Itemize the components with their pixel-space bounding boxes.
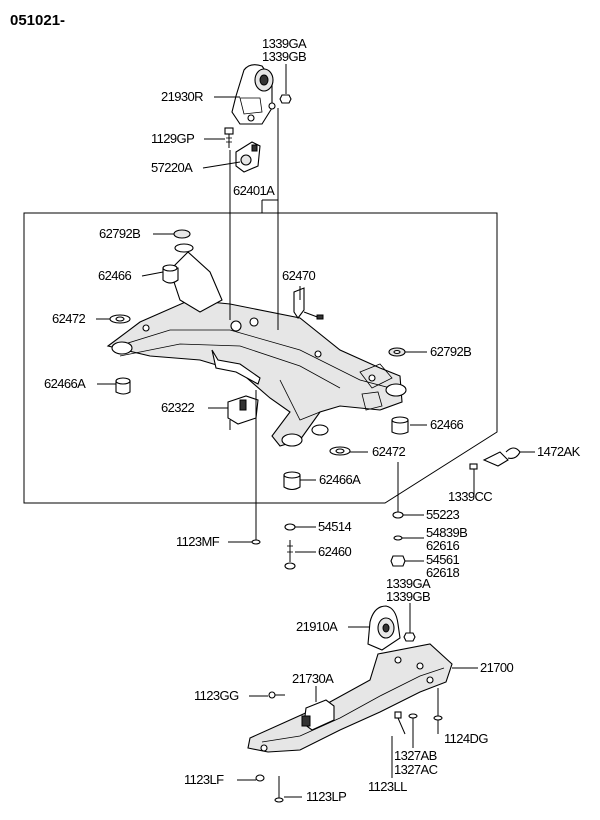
label-62466a-left: 62466A [44, 376, 86, 391]
washer-62472-bottom [329, 446, 351, 456]
label-21700: 21700 [480, 660, 514, 675]
top-engine-mount [231, 64, 276, 125]
screw-1339cc [469, 463, 478, 488]
bushing-62466a-bottom [283, 471, 301, 491]
bolt-1123ll [394, 711, 406, 735]
spacer-62792b-left [173, 229, 191, 239]
bushing-62466a-left [115, 377, 131, 395]
bolt-1124dg [433, 688, 443, 721]
nut-bottom-mount [403, 632, 416, 642]
label-21930r: 21930R [161, 89, 203, 104]
washer-54839b [393, 535, 403, 541]
washer-54514 [284, 523, 296, 531]
bracket-62322 [227, 395, 259, 430]
spacer-62792b-right [388, 347, 406, 357]
subframe-box [23, 212, 498, 504]
washer-55223 [392, 511, 404, 519]
label-1123lf: 1123LF [184, 772, 224, 787]
bolt-1129gp [224, 127, 234, 148]
label-62616: 62616 [426, 538, 460, 553]
washer-62472-left [109, 314, 131, 324]
label-55223: 55223 [426, 507, 460, 522]
leader-lines [96, 64, 535, 798]
label-62322: 62322 [161, 400, 195, 415]
bolt-1123lp [274, 776, 284, 803]
label-1123ll: 1123LL [368, 779, 407, 794]
label-1339ga-bottom: 1339GA [386, 576, 431, 591]
bolt-62460 [284, 540, 296, 570]
label-1327ac: 1327AC [394, 762, 438, 777]
label-54839b: 54839B [426, 525, 467, 540]
bushing-62466-left [162, 243, 194, 284]
label-57220a: 57220A [151, 160, 193, 175]
bolt-1123gg [268, 691, 285, 699]
label-1123gg: 1123GG [194, 688, 239, 703]
label-1339ga-top: 1339GA [262, 36, 307, 51]
label-21730a: 21730A [292, 671, 334, 686]
label-62401a: 62401A [233, 183, 275, 198]
crossmember-62401a [106, 251, 407, 447]
label-1472ak: 1472AK [537, 444, 581, 459]
label-62466-right: 62466 [430, 417, 464, 432]
bracket-21730a [301, 699, 335, 731]
label-1129gp: 1129GP [151, 131, 194, 146]
bracket-21700 [247, 643, 453, 753]
clip-1472ak [482, 447, 521, 467]
label-1124dg: 1124DG [444, 731, 488, 746]
nut-top [279, 94, 292, 104]
label-1339cc: 1339CC [448, 489, 492, 504]
label-62466a-bottom: 62466A [319, 472, 361, 487]
label-1123lp: 1123LP [306, 789, 346, 804]
label-62466-left: 62466 [98, 268, 132, 283]
washer-1327ab [408, 713, 418, 719]
bushing-62466-right [391, 416, 409, 435]
label-62472-left: 62472 [52, 311, 86, 326]
diagram-code: 051021- [10, 12, 65, 29]
bolt-1123mf [251, 522, 261, 545]
label-62472-bottom: 62472 [372, 444, 406, 459]
nut-54561 [390, 555, 406, 567]
label-62792b-left: 62792B [99, 226, 140, 241]
label-62460: 62460 [318, 544, 352, 559]
label-1339gb-bottom: 1339GB [386, 589, 430, 604]
washer-1123lf [255, 774, 265, 782]
label-1327ab: 1327AB [394, 748, 437, 763]
label-1123mf: 1123MF [176, 534, 220, 549]
label-62618: 62618 [426, 565, 460, 580]
bracket-57220a [235, 141, 261, 173]
label-54514: 54514 [318, 519, 352, 534]
label-54561: 54561 [426, 552, 460, 567]
label-21910a: 21910A [296, 619, 338, 634]
label-62792b-right: 62792B [430, 344, 471, 359]
label-62470: 62470 [282, 268, 316, 283]
bottom-engine-mount [367, 605, 401, 651]
bracket-62470 [293, 287, 324, 320]
label-1339gb-top: 1339GB [262, 49, 306, 64]
